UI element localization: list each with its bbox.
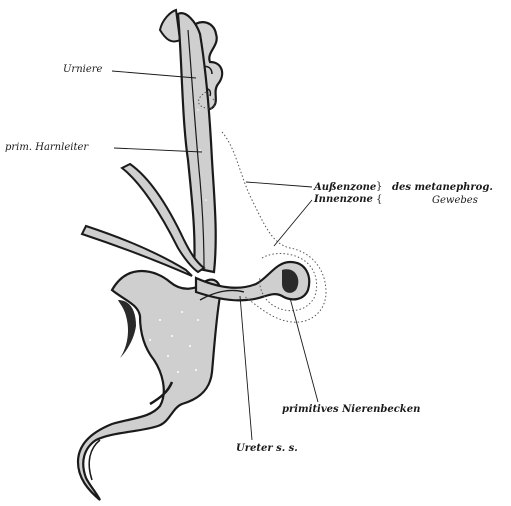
label-urniere: Urniere	[63, 64, 102, 75]
label-innenzone: Innenzone	[314, 194, 373, 205]
zone-brace-2: {	[376, 194, 382, 205]
label-ureter: Ureter s. s.	[236, 443, 298, 454]
label-prim-harnleiter: prim. Harnleiter	[5, 142, 88, 153]
label-gewebes: Gewebes	[432, 195, 478, 206]
label-aussenzone: Außenzone	[314, 182, 376, 193]
label-des-metanephrog: des metanephrog.	[392, 182, 493, 193]
label-primitives-nierenbecken: primitives Nierenbecken	[282, 404, 420, 415]
cloaca-body	[78, 271, 220, 500]
side-ducts	[82, 164, 204, 276]
zone-brace-1: }	[376, 181, 382, 192]
